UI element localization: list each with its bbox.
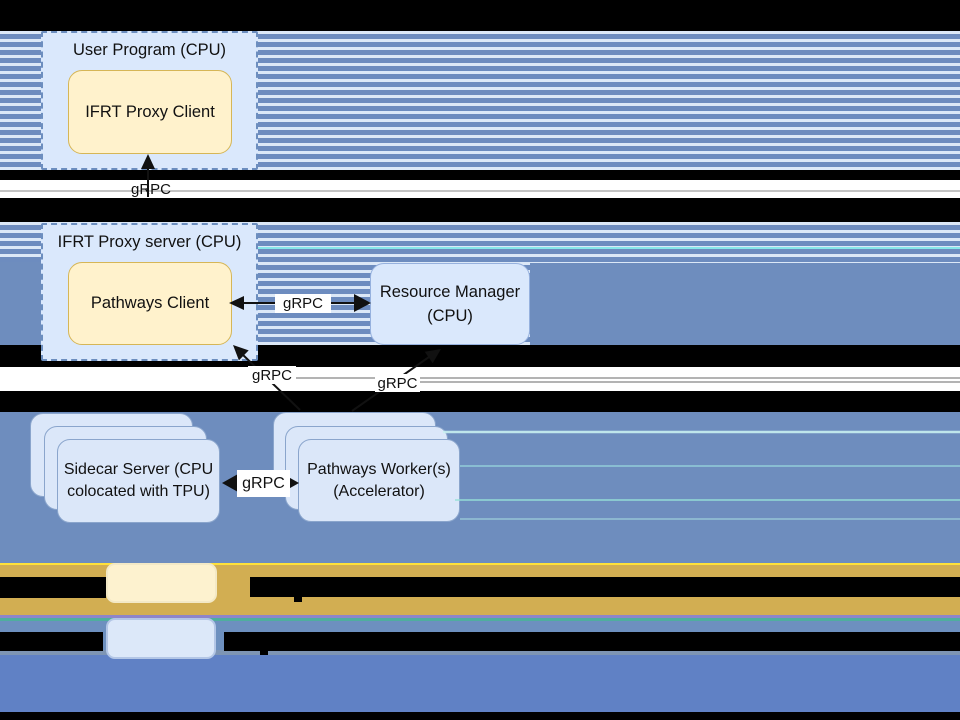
grpc-label-text: gRPC	[130, 180, 171, 198]
grpc-label-text: gRPC	[377, 374, 418, 392]
edge-label-client-to-proxy: gRPC	[125, 180, 177, 198]
band-black-top	[0, 0, 960, 31]
band-black-3	[0, 198, 960, 222]
glitch-teal-line	[0, 618, 960, 621]
legend-redacted-bar	[0, 577, 106, 598]
node-pathways-client: Pathways Client	[68, 262, 232, 345]
band-black-2	[0, 170, 960, 180]
node-resource-manager: Resource Manager (CPU)	[370, 263, 530, 345]
node-pathways-worker-line1: Pathways Worker(s)	[307, 460, 451, 478]
edge-label-client-rm: gRPC	[275, 294, 331, 313]
grpc-label-text: gRPC	[251, 366, 292, 384]
grpc-label-text: gRPC	[282, 295, 323, 312]
band-black-bottom	[0, 712, 960, 720]
legend-redacted-descender	[294, 597, 302, 602]
band-grayblue-line	[0, 650, 960, 655]
legend-redacted-descender	[260, 651, 268, 655]
node-ifrt-proxy-server-title: IFRT Proxy server (CPU)	[57, 233, 242, 251]
node-user-program-title: User Program (CPU)	[72, 41, 227, 59]
node-pathways-worker-line2: (Accelerator)	[333, 482, 425, 500]
node-ifrt-proxy-client-label: IFRT Proxy Client	[85, 102, 215, 121]
legend-swatch-yellow	[106, 563, 217, 603]
node-sidecar-server: Sidecar Server (CPU colocated with TPU)	[57, 439, 220, 523]
node-ifrt-proxy-client: IFRT Proxy Client	[68, 70, 232, 154]
legend-redacted-bar	[224, 632, 960, 651]
band-white-1	[0, 180, 960, 198]
edge-label-rm-worker: gRPC	[375, 374, 420, 392]
band-white-2	[0, 367, 960, 391]
legend-swatch-blue	[106, 618, 216, 659]
arrow-client-to-proxy	[141, 154, 155, 197]
stray-gray-lines	[0, 190, 960, 383]
solid-patch-left	[0, 262, 41, 345]
glitch-yellow-line	[0, 563, 960, 565]
node-pathways-worker: Pathways Worker(s) (Accelerator)	[298, 439, 460, 522]
node-resource-manager-line2: (CPU)	[427, 307, 473, 325]
band-black-5	[0, 391, 960, 412]
glitch-scanlines	[258, 247, 960, 520]
glitch-purple-line	[0, 615, 960, 618]
node-sidecar-server-line1: Sidecar Server (CPU	[63, 461, 214, 478]
edge-label-sidecar-worker: gRPC	[237, 470, 290, 497]
legend-redacted-bar	[0, 632, 103, 651]
band-bottom-blue	[0, 655, 960, 712]
node-sidecar-server-line2: colocated with TPU)	[67, 483, 210, 500]
node-pathways-client-label: Pathways Client	[90, 294, 210, 312]
grpc-label-text: gRPC	[242, 474, 285, 492]
node-resource-manager-line1: Resource Manager	[379, 283, 521, 301]
legend-redacted-bar	[250, 577, 960, 597]
solid-patch-right	[530, 263, 960, 345]
edge-label-sidecar-to-client: gRPC	[248, 366, 296, 384]
